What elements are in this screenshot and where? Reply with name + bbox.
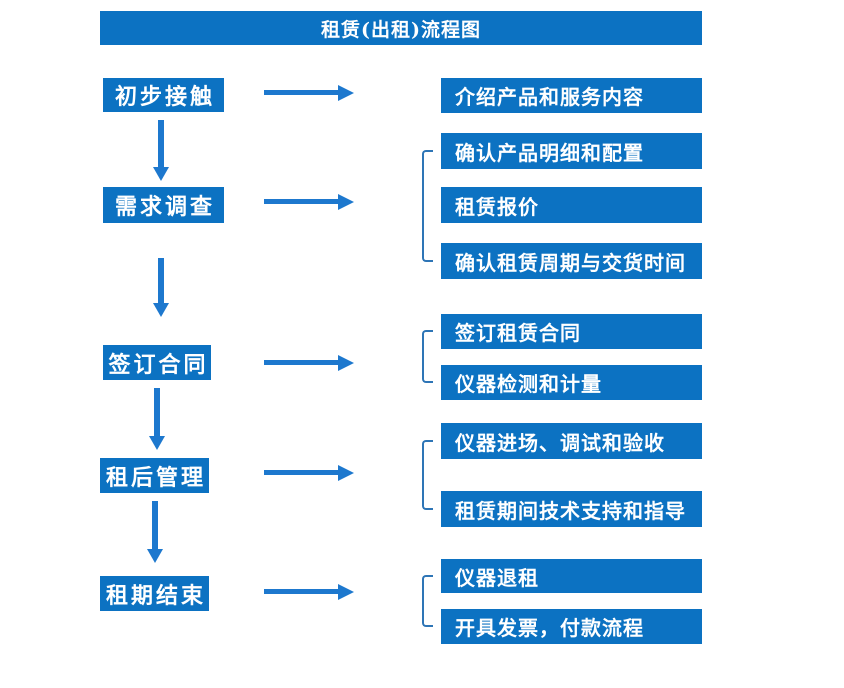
detail-box-instrument-testing: 仪器检测和计量 xyxy=(441,365,702,400)
step-box-sign-contract: 签订合同 xyxy=(103,345,211,380)
down-arrow-icon-1 xyxy=(153,120,169,181)
group-bracket-sign-contract xyxy=(422,330,433,383)
step-box-initial-contact: 初步接触 xyxy=(103,78,224,112)
step-box-rental-end: 租期结束 xyxy=(100,576,209,611)
detail-box-instrument-return: 仪器退租 xyxy=(441,559,702,593)
detail-box-confirm-product-details: 确认产品明细和配置 xyxy=(441,133,702,169)
detail-box-intro-products: 介绍产品和服务内容 xyxy=(441,78,702,113)
flowchart-title: 租赁(出租)流程图 xyxy=(100,11,702,45)
right-arrow-icon-5 xyxy=(264,583,354,600)
detail-box-rental-quote: 租赁报价 xyxy=(441,187,702,223)
detail-box-tech-support: 租赁期间技术支持和指导 xyxy=(441,491,702,527)
right-arrow-icon-2 xyxy=(264,193,354,210)
down-arrow-icon-2 xyxy=(153,258,169,317)
group-bracket-needs-survey xyxy=(422,150,433,262)
detail-box-sign-rental-contract: 签订租赁合同 xyxy=(441,314,702,349)
step-box-post-rental-management: 租后管理 xyxy=(100,458,209,493)
group-bracket-rental-end xyxy=(422,575,433,627)
down-arrow-icon-3 xyxy=(149,388,165,450)
right-arrow-icon-4 xyxy=(264,464,354,481)
detail-box-instrument-setup-acceptance: 仪器进场、调试和验收 xyxy=(441,423,702,459)
detail-box-confirm-rental-period: 确认租赁周期与交货时间 xyxy=(441,243,702,279)
step-box-needs-survey: 需求调查 xyxy=(103,187,224,223)
right-arrow-icon-3 xyxy=(264,354,354,371)
down-arrow-icon-4 xyxy=(147,501,163,563)
group-bracket-post-rental xyxy=(422,440,433,510)
right-arrow-icon-1 xyxy=(264,84,354,101)
detail-box-invoice-payment: 开具发票，付款流程 xyxy=(441,609,702,644)
